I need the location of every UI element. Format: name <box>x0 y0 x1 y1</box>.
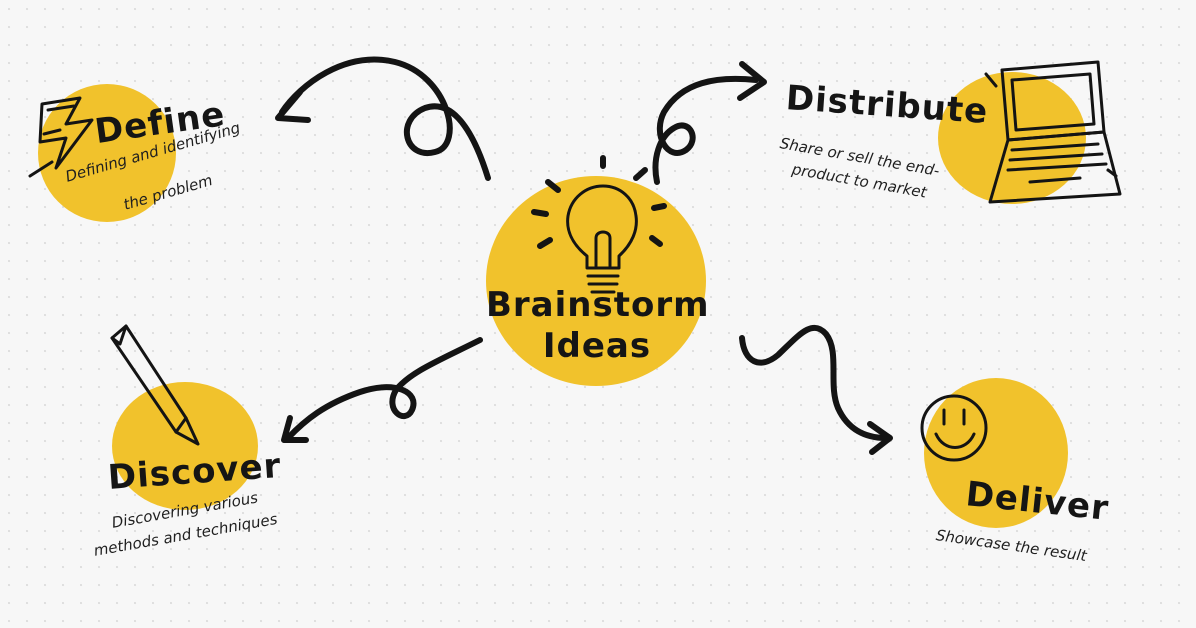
discover-blob <box>112 382 258 510</box>
laptop-icon <box>984 60 1122 204</box>
smiley-icon <box>920 394 988 462</box>
connector-discover <box>281 337 483 443</box>
center-title-line1: Brainstorm <box>486 285 710 325</box>
center-title-line2: Ideas <box>542 326 652 366</box>
deliver-blob <box>924 378 1068 528</box>
connector-distribute <box>652 61 767 185</box>
connector-deliver <box>739 325 893 455</box>
pencil-icon <box>110 324 200 446</box>
lightning-icon <box>28 96 94 178</box>
connector-define <box>275 56 491 181</box>
center-blob <box>486 176 706 386</box>
lightbulb-icon <box>531 155 667 294</box>
